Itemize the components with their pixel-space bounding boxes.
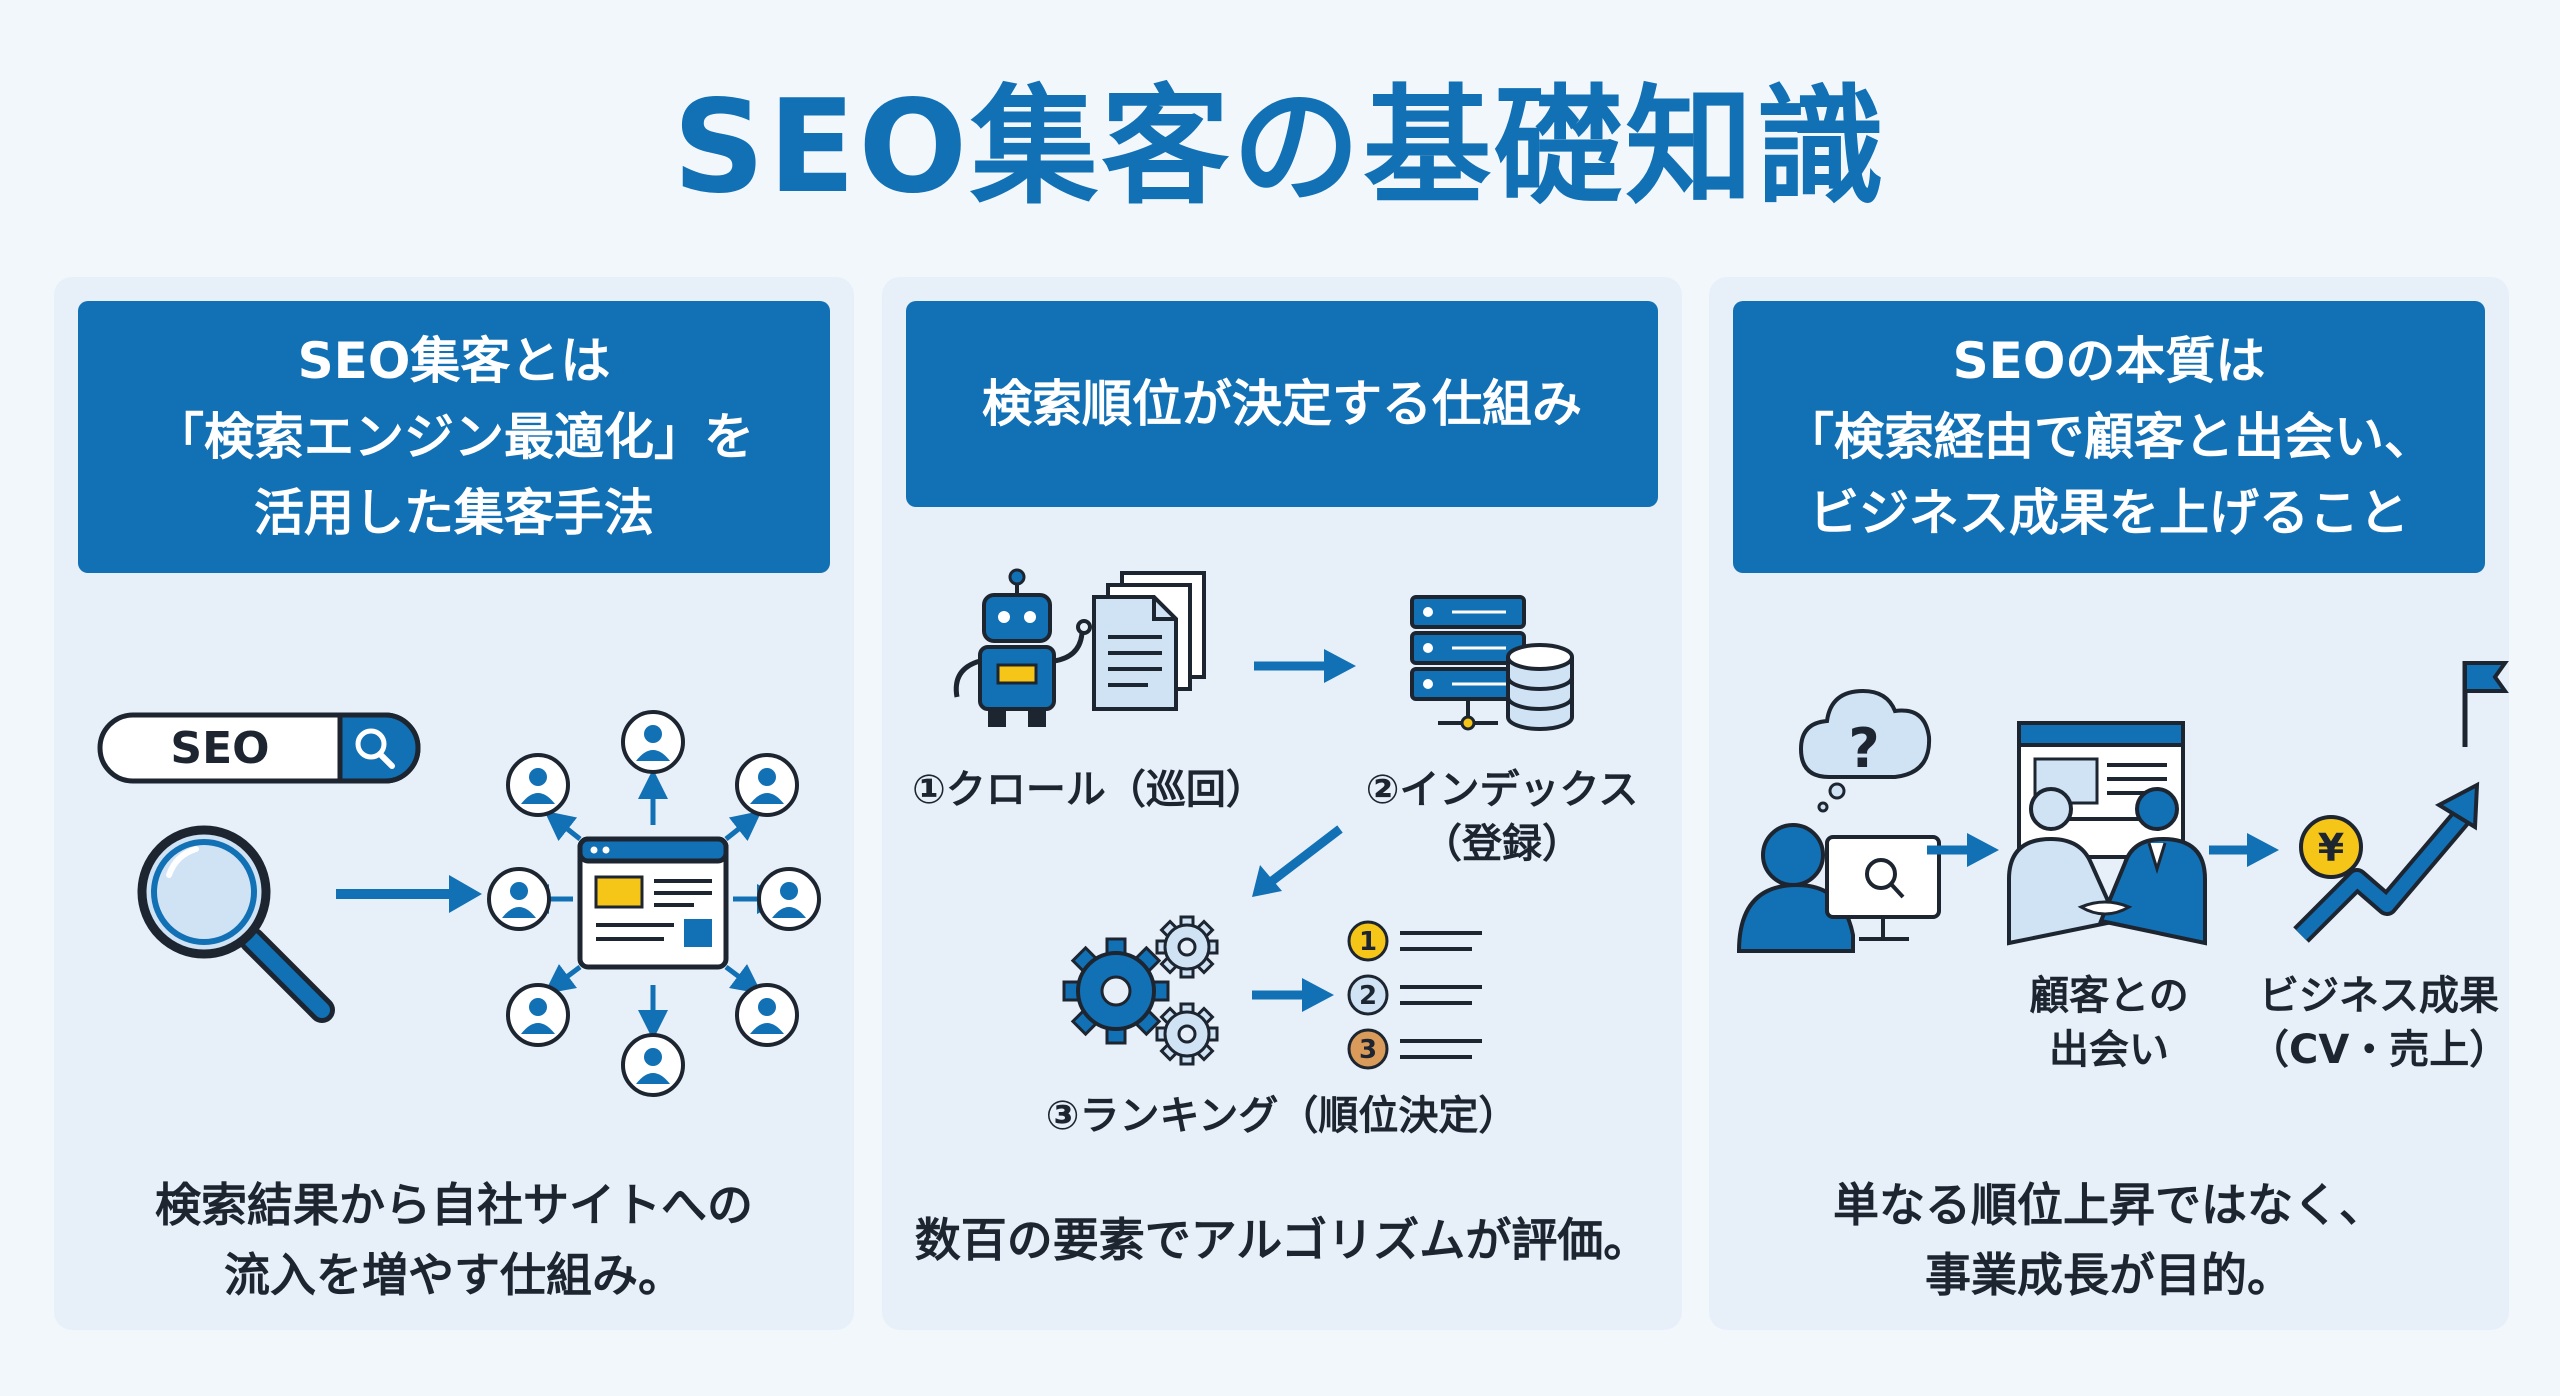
panel3-heading: SEOの本質は 「検索経由で顧客と出会い、 ビジネス成果を上げること bbox=[1733, 301, 2485, 573]
search-bar-icon: SEO bbox=[97, 712, 421, 784]
user-icon bbox=[487, 867, 551, 931]
step-index-text: ②インデックス bbox=[1365, 767, 1639, 813]
arrow-right-icon bbox=[1252, 978, 1334, 1012]
customer-meeting-icon bbox=[2007, 721, 2207, 946]
panel3-heading-line2: 「検索経由で顧客と出会い、 bbox=[1784, 408, 2434, 466]
user-icon bbox=[621, 710, 685, 774]
panel3-caption-line1: 単なる順位上昇ではなく、 bbox=[1833, 1178, 2385, 1232]
panel1-heading-line1: SEO集客とは bbox=[297, 332, 611, 390]
panel1-caption: 検索結果から自社サイトへの 流入を増やす仕組み。 bbox=[54, 1170, 854, 1310]
meeting-label-line2: 出会い bbox=[2049, 1027, 2169, 1073]
panel3-heading-line1: SEOの本質は bbox=[1952, 332, 2266, 390]
step-ranking-text: ③ランキング（順位決定） bbox=[1045, 1093, 1519, 1139]
page-title: SEO集客の基礎知識 bbox=[672, 73, 1888, 222]
step-ranking-label: ③ランキング（順位決定） bbox=[1032, 1089, 1532, 1143]
business-result-line1: ビジネス成果 bbox=[2259, 973, 2499, 1019]
rank-1: 1 bbox=[1359, 927, 1377, 957]
user-icon bbox=[757, 867, 821, 931]
question-mark: ? bbox=[1848, 717, 1879, 780]
meeting-label-line1: 顧客との bbox=[2029, 973, 2189, 1019]
panel2-heading: 検索順位が決定する仕組み bbox=[906, 301, 1658, 507]
arrow-right-icon bbox=[336, 875, 482, 913]
step-crawl-text: ①クロール（巡回） bbox=[912, 767, 1266, 813]
step-index-label: ②インデックス （登録） bbox=[1322, 763, 1682, 871]
database-icon bbox=[1410, 595, 1574, 731]
gears-icon bbox=[1062, 915, 1219, 1066]
business-result-line2: （CV・売上） bbox=[2249, 1027, 2510, 1073]
user-at-computer-icon bbox=[1736, 823, 1941, 953]
arrow-down-left-icon bbox=[1252, 825, 1343, 897]
arrow-right-icon bbox=[1254, 649, 1356, 683]
panel2-heading-text: 検索順位が決定する仕組み bbox=[982, 375, 1582, 433]
user-icon bbox=[506, 983, 570, 1047]
yen-symbol: ¥ bbox=[2318, 826, 2344, 870]
panel2-caption: 数百の要素でアルゴリズムが評価。 bbox=[882, 1205, 1682, 1275]
panel3-caption-line2: 事業成長が目的。 bbox=[1925, 1248, 2293, 1302]
robot-icon bbox=[953, 568, 1092, 727]
step-index-subtext: （登録） bbox=[1422, 821, 1582, 867]
arrow-right-icon bbox=[2209, 833, 2279, 867]
panel-ranking-mechanism: 検索順位が決定する仕組み bbox=[882, 277, 1682, 1330]
panel1-heading: SEO集客とは 「検索エンジン最適化」を 活用した集客手法 bbox=[78, 301, 830, 573]
panel2-caption-line1: 数百の要素でアルゴリズムが評価。 bbox=[914, 1213, 1650, 1267]
user-icon bbox=[735, 753, 799, 817]
business-growth-icon: ¥ bbox=[2293, 661, 2509, 943]
magnifier-icon bbox=[137, 825, 335, 1023]
panel-seo-definition: SEO集客とは 「検索エンジン最適化」を 活用した集客手法 SEO bbox=[54, 277, 854, 1330]
step-crawl-label: ①クロール（巡回） bbox=[912, 763, 1266, 817]
documents-icon bbox=[1092, 571, 1206, 711]
rank-list-icon: 1 2 3 bbox=[1347, 920, 1482, 1070]
arrow-right-icon bbox=[1927, 833, 1999, 867]
rank-2: 2 bbox=[1359, 981, 1377, 1011]
panel3-illustration: ? bbox=[1736, 661, 2509, 953]
user-icon bbox=[506, 753, 570, 817]
panel1-illustration: SEO bbox=[97, 710, 821, 1097]
search-box-text: SEO bbox=[170, 723, 269, 774]
panel1-caption-line1: 検索結果から自社サイトへの bbox=[155, 1178, 753, 1232]
panel2-illustration: 1 2 3 bbox=[953, 568, 1574, 1070]
panel1-heading-line2: 「検索エンジン最適化」を bbox=[154, 408, 754, 466]
business-result-label: ビジネス成果 （CV・売上） bbox=[2249, 969, 2509, 1077]
rank-3: 3 bbox=[1359, 1035, 1377, 1065]
panel3-caption: 単なる順位上昇ではなく、 事業成長が目的。 bbox=[1709, 1170, 2509, 1310]
panel1-caption-line2: 流入を増やす仕組み。 bbox=[224, 1248, 684, 1302]
thought-bubble-icon: ? bbox=[1798, 688, 1932, 813]
user-icon bbox=[621, 1033, 685, 1097]
website-icon bbox=[577, 836, 729, 970]
meeting-label: 顧客との 出会い bbox=[1999, 969, 2219, 1077]
panel3-heading-line3: ビジネス成果を上げること bbox=[1809, 484, 2409, 542]
user-icon bbox=[735, 983, 799, 1047]
panel-seo-essence: SEOの本質は 「検索経由で顧客と出会い、 ビジネス成果を上げること ? bbox=[1709, 277, 2509, 1330]
panel1-heading-line3: 活用した集客手法 bbox=[254, 484, 654, 542]
